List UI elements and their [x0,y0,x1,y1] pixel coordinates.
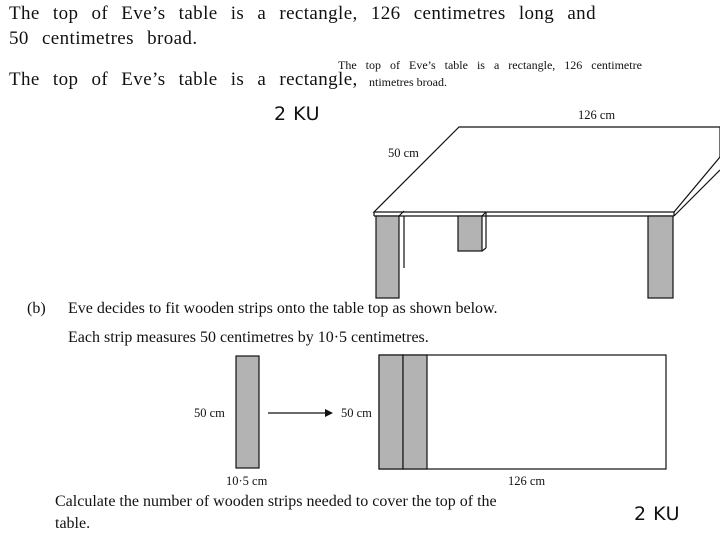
table-top-surface [372,126,720,213]
top-height-label: 50 cm [341,406,372,420]
placed-strip-2 [402,354,428,470]
strip-height-label: 50 cm [194,406,225,420]
table-leg-back-left [457,215,483,252]
part-b-line2: Each strip measures 50 centimetres by 10… [68,329,429,346]
part-b-line1: Eve decides to fit wooden strips onto th… [68,300,498,317]
question-intro-line2: 50 centimetres broad. [9,28,198,49]
task-line1: Calculate the number of wooden strips ne… [55,493,497,511]
arrow-head-icon [325,409,333,417]
question-repeat-big: The top of Eve’s table is a rectangle, [9,69,358,90]
question-intro-line1: The top of Eve’s table is a rectangle, 1… [9,3,596,24]
table-leg-front-left [375,215,400,299]
marks-ku-bottom: 2 KU [634,503,680,525]
task-line2: table. [55,515,91,532]
marks-ku-top: 2 KU [274,103,320,125]
part-b-label: (b) [27,300,46,317]
top-length-label: 126 cm [508,474,546,488]
single-strip [235,355,260,469]
placed-strip-1 [378,354,404,470]
table-breadth-label: 50 cm [387,146,420,161]
table-length-label: 126 cm [578,108,616,123]
table-diagram [372,126,720,299]
table-leg-front-right [647,215,674,299]
question-repeat-small-tail: ntimetres broad. [369,75,449,90]
strip-width-label: 10·5 cm [226,474,268,488]
question-repeat-small: The top of Eve’s table is a rectangle, 1… [338,58,642,72]
